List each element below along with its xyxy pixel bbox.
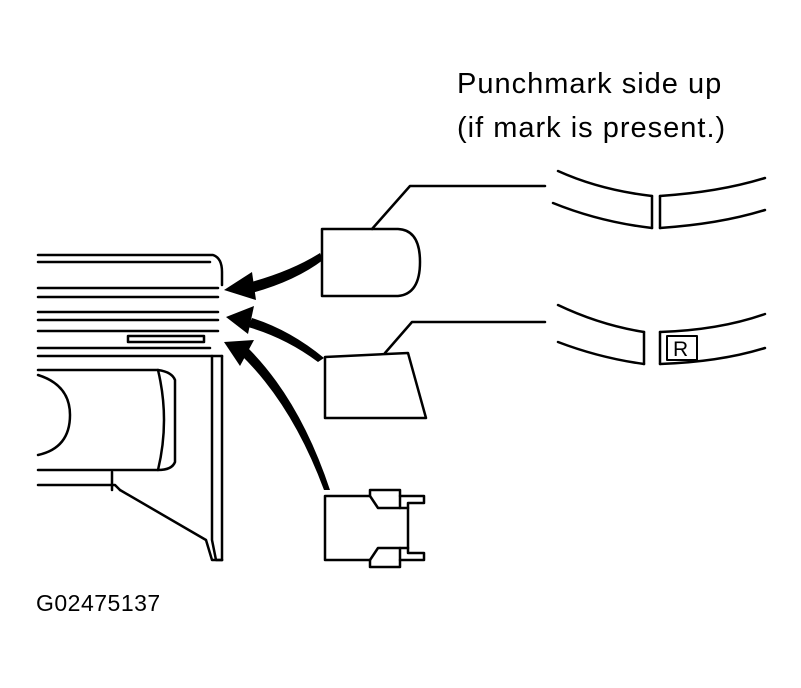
ring-mark-box [666,335,698,361]
top-ring-leader [370,184,547,231]
annotation-line-1: Punchmark side up [457,68,723,100]
top-ring-end-gap [551,169,767,230]
piston-pin-boss [36,368,166,472]
top-ring-section [320,184,547,298]
second-ring-section [323,320,547,420]
piston [36,253,224,562]
arrows [224,253,330,490]
oil-ring-section [323,488,426,569]
second-ring-arrow [248,318,324,362]
piston-crown [36,253,224,287]
annotation-line-2: (if mark is present.) [457,112,727,144]
ring-mark-label: R [673,338,688,361]
oil-ring-arrowhead [224,340,254,366]
second-ring-arrowhead [226,306,254,334]
piston-pin-hole [36,373,72,457]
second-ring-end-gap [556,303,767,366]
top-ring-arrow [244,253,323,294]
figure-id: G02475137 [36,590,161,616]
top-ring-arrowhead [224,272,256,300]
oil-ring-arrow [240,348,330,490]
second-ring-leader [383,320,547,355]
